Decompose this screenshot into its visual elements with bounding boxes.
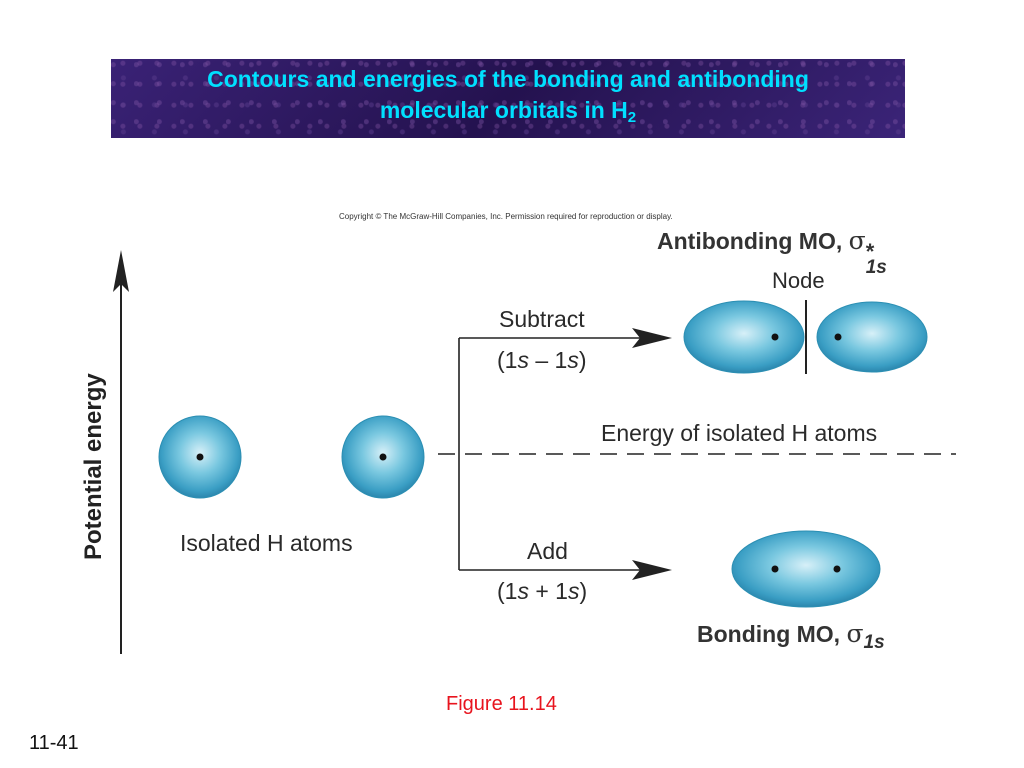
antibonding-mo-label: Antibonding MO, σ*1s [657,226,894,278]
title-banner: Contours and energies of the bonding and… [111,59,905,138]
subtract-formula-s1: s [517,347,529,373]
nucleus-dot [379,453,387,461]
subtract-formula-s2: s [567,347,579,373]
add-arrowhead [632,560,672,580]
antibonding-lobe-left [683,300,805,374]
add-formula-close: ) [579,578,588,604]
add-formula-mid: + 1 [528,578,568,604]
subtract-formula-mid: – 1 [528,347,568,373]
nucleus-dot [771,333,779,341]
bonding-orbital [731,530,881,608]
add-label: Add [527,538,568,564]
antibonding-lobe-right [816,301,928,373]
figure-caption: Figure 11.14 [446,693,557,715]
subscript-1s: 1s [865,257,887,278]
antibonding-label-text: Antibonding MO, [657,228,843,254]
title-line-1: Contours and energies of the bonding and… [207,66,809,92]
nucleus-dot [771,565,779,573]
add-formula-s1: s [517,578,529,604]
sigma-symbol: σ [849,226,866,255]
nucleus-dot [834,333,842,341]
add-formula: (1s + 1s) [497,578,587,605]
subtract-label: Subtract [499,306,585,332]
node-label: Node [772,268,825,293]
isolated-energy-label: Energy of isolated H atoms [601,420,878,446]
slide-number: 11-41 [29,732,79,754]
energy-axis-arrowhead [113,250,129,292]
potential-energy-axis-label: Potential energy [80,373,107,560]
sigma-symbol: σ [846,619,864,648]
isolated-h-atoms-label: Isolated H atoms [180,530,353,556]
subscript-1s: 1s [863,632,885,653]
subtract-formula-open: (1 [497,347,518,373]
bonding-label-text: Bonding MO, [697,621,841,647]
title-subscript: 2 [627,109,637,126]
copyright-notice: Copyright © The McGraw-Hill Companies, I… [339,212,673,221]
add-formula-s2: s [567,578,580,604]
title-line-2-main: molecular orbitals in H [379,97,628,123]
bonding-mo-label: Bonding MO, σ1s [697,619,885,653]
title-line-2: molecular orbitals in H2 [111,95,905,133]
subtract-formula-close: ) [578,347,587,373]
star-superscript: * [865,239,875,264]
nucleus-dot [196,453,204,461]
add-formula-open: (1 [497,578,518,604]
nucleus-dot [833,565,841,573]
sigma-char: σ [848,226,866,255]
subtract-formula: (1s – 1s) [497,347,587,374]
subtract-arrowhead [632,328,672,348]
